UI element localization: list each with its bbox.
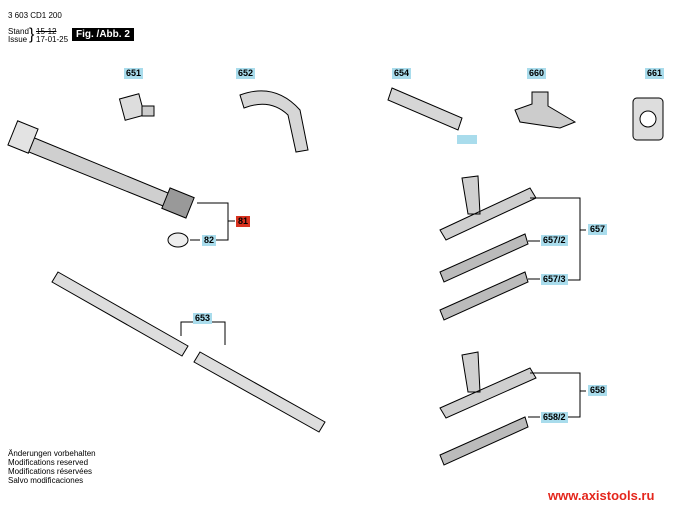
part-657-floor-nozzle (439, 175, 537, 241)
part-660-nozzle (514, 91, 577, 129)
part-657-3-insert (439, 271, 529, 321)
website-link[interactable]: www.axistools.ru (548, 488, 655, 503)
part-658-2-insert (439, 416, 529, 466)
label-657: 657 (588, 224, 608, 235)
callout-lines-658 (528, 372, 586, 418)
part-81-hose-cuff (7, 120, 39, 154)
label-654: 654 (392, 68, 412, 79)
callout-lines-81 (190, 202, 235, 241)
brace: } (29, 26, 35, 43)
label-658: 658 (588, 385, 608, 396)
label-657-2: 657/2 (541, 235, 568, 246)
label-82: 82 (202, 235, 217, 246)
part-653-tube-2 (193, 351, 326, 433)
callout-lines-653 (180, 321, 226, 345)
note-es: Salvo modificaciones (8, 476, 84, 485)
issue-value: 17-01-25 (36, 35, 69, 44)
label-652: 652 (236, 68, 256, 79)
label-653: 653 (193, 313, 213, 324)
label-660: 660 (527, 68, 547, 79)
note-en: Modifications reserved (8, 458, 89, 467)
part-82-ring (167, 232, 189, 248)
label-81: 81 (236, 216, 251, 227)
part-81-hose (13, 131, 186, 213)
label-651: 651 (124, 68, 144, 79)
part-653-tube-1 (51, 271, 189, 357)
part-81-hose-connector (161, 187, 195, 219)
part-661-filter-hole (639, 110, 657, 128)
label-658-2: 658/2 (541, 412, 568, 423)
label-661: 661 (645, 68, 665, 79)
part-658-floor-nozzle (439, 351, 537, 419)
note-de: Änderungen vorbehalten (8, 449, 96, 458)
callout-lines-657 (528, 197, 586, 281)
part-number: 3 603 CD1 200 (8, 11, 62, 20)
note-fr: Modifications réservées (8, 467, 93, 476)
issue-label: Issue (8, 35, 28, 44)
part-654-marker (457, 135, 477, 144)
figure-title: Fig. /Abb. 2 (72, 28, 134, 41)
part-657-2-insert (439, 233, 529, 283)
label-657-3: 657/3 (541, 274, 568, 285)
part-652-elbow (239, 90, 309, 153)
part-651-adapter (118, 93, 155, 121)
part-654-crevice-nozzle (387, 87, 463, 131)
stand-value: 15-12 (36, 27, 57, 36)
stand-label: Stand (8, 27, 29, 36)
